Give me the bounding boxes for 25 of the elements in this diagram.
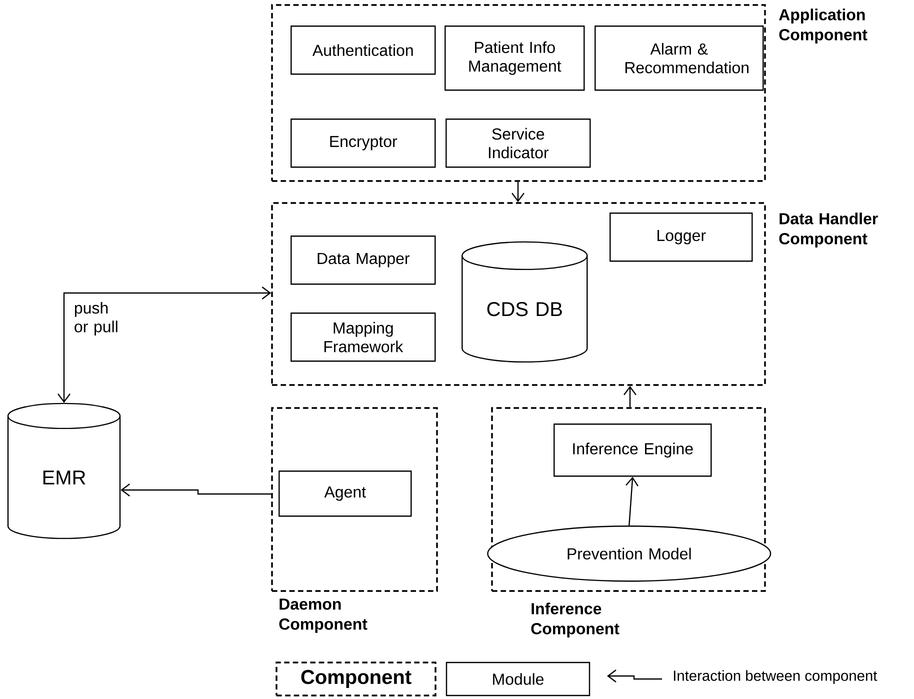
component-heading: Inference Component (531, 602, 620, 638)
component-heading: Application Component (779, 8, 868, 44)
database-cylinder: EMR (7, 402, 121, 540)
legend-item: Component (276, 662, 436, 696)
module-box: Patient Info Management (444, 26, 585, 91)
module-box: Data Mapper (290, 236, 436, 285)
arrow (624, 386, 636, 408)
arrow (626, 476, 638, 526)
module-box: Service Indicator (446, 118, 591, 168)
module-box: Alarm & Recommendation (594, 26, 764, 91)
component-heading: Data Handler Component (779, 212, 878, 248)
arrow (512, 182, 524, 202)
module-box: Inference Engine (554, 424, 712, 477)
arrow (120, 484, 272, 496)
legend-text: Interaction between component (674, 670, 878, 684)
arrow (58, 286, 272, 403)
database-cylinder: CDS DB (462, 241, 588, 363)
module-box: Agent (278, 470, 412, 517)
module-box: Logger (610, 212, 753, 262)
module-box: Encryptor (290, 118, 436, 168)
module-box: Mapping Framework (290, 312, 436, 362)
module-box: Authentication (290, 26, 436, 75)
edge-label: push or pull (72, 300, 126, 337)
legend-item: Module (446, 662, 590, 696)
component-heading: Daemon Component (279, 598, 368, 633)
